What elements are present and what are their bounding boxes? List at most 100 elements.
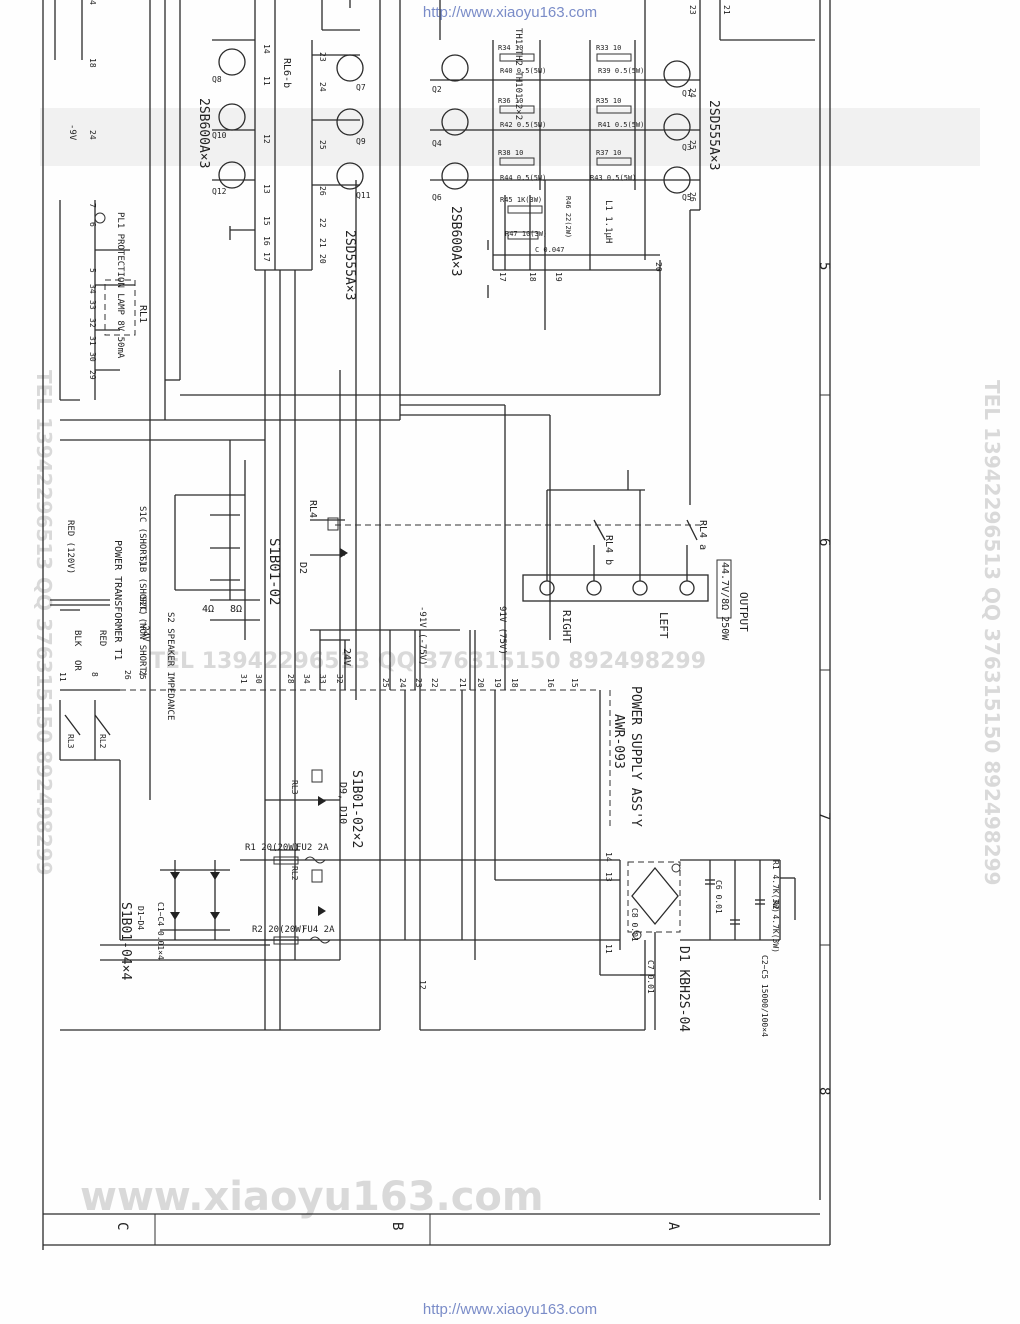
- pin-label: 11: [604, 944, 613, 954]
- pin-label: 34: [88, 284, 97, 294]
- label-q9: Q9: [356, 137, 366, 146]
- pin-label: 34: [302, 674, 311, 684]
- pin-label: 13: [604, 872, 613, 882]
- label-res: R39 0.5(5W): [598, 67, 644, 75]
- pin-label: 20: [476, 678, 485, 688]
- label-rl2: RL2: [290, 866, 299, 881]
- pin-label: 31: [88, 336, 97, 346]
- pin-label: 13: [262, 184, 271, 194]
- transistor-q9: [336, 108, 364, 136]
- pin-label: 18: [510, 678, 519, 688]
- resistor: [596, 105, 632, 114]
- relay-coil-rl2: [311, 869, 323, 883]
- pin-label: 11: [58, 672, 67, 682]
- transistor-q11: [336, 162, 364, 190]
- label-d2: D2: [297, 562, 308, 574]
- watermark-site: www.xiaoyu163.com: [80, 1174, 544, 1220]
- pin-label: 16: [546, 678, 555, 688]
- pin-label: 33: [318, 674, 327, 684]
- pin-label: 21: [318, 238, 327, 248]
- grid-row-b: B: [389, 1222, 405, 1230]
- label-fu4: FU4 2A: [302, 925, 335, 935]
- label-rl4: RL4: [307, 500, 318, 518]
- watermark-phone-right: TEL 13942296513 QQ 376315150 892498299: [980, 380, 1004, 885]
- label-caps: C1~C4 0.01×4: [156, 902, 165, 960]
- output-spec-box: [716, 559, 732, 619]
- terminal-right-plus[interactable]: [586, 580, 602, 596]
- label-res: R36 10: [498, 97, 523, 105]
- pin-label: 25: [318, 140, 327, 150]
- label-s1b: S1B (SHORT): [137, 556, 147, 616]
- label-4ohm: 4Ω: [202, 604, 214, 615]
- transistor-q6: [441, 162, 469, 190]
- label-res: R33 10: [596, 44, 621, 52]
- pin-label: 29: [88, 370, 97, 380]
- label-res: C 0.047: [535, 246, 565, 254]
- label-r-fu2: R1 20(20W): [245, 843, 299, 853]
- diode-d2: [340, 548, 348, 558]
- pin-label: 23: [318, 52, 327, 62]
- label-res: R34 10: [498, 44, 523, 52]
- bridge-rectifier-d1: [631, 866, 679, 926]
- pin-label: 14: [604, 852, 613, 862]
- transistor-q5: [663, 166, 691, 194]
- grid-col-8: 8: [816, 1087, 832, 1095]
- label-q1: Q1: [682, 89, 692, 98]
- label-pl1: PL1 PROTECTION LAMP 8V 50mA: [115, 212, 125, 359]
- pin-label: 18: [88, 58, 97, 68]
- label-s1c: S1C (SHORT): [137, 506, 147, 566]
- label-r-top2: R2 4.7K(3W): [771, 900, 780, 953]
- pin-label: 24: [88, 130, 97, 140]
- label-r-fu4: R2 20(20W): [252, 925, 306, 935]
- terminal-left-minus[interactable]: [632, 580, 648, 596]
- source-url-top[interactable]: http://www.xiaoyu163.com: [422, 4, 598, 21]
- label-c2c5: C2~C5 15000/100×4: [760, 955, 769, 1037]
- label-res: R37 10: [596, 149, 621, 157]
- label-res: R43 0.5(5W): [590, 174, 636, 182]
- pin-label: 24: [318, 82, 327, 92]
- diode-d2b: [210, 872, 220, 880]
- fuse-fu2: [304, 856, 326, 864]
- grid-row-c: C: [114, 1222, 130, 1230]
- label-left: LEFT: [657, 612, 670, 639]
- label-q-mid-pnp: 2SB600A×3: [448, 206, 463, 276]
- relay-contact-rl4b: [593, 519, 606, 541]
- terminal-left-plus[interactable]: [679, 580, 695, 596]
- resistor: [499, 53, 535, 62]
- pin-label: 5: [88, 268, 97, 273]
- relay-contact-rl2: [94, 714, 111, 736]
- transistor-q4: [441, 108, 469, 136]
- label-q-left-npn: 2SD555A×3: [342, 230, 357, 300]
- pin-label: 15: [570, 678, 579, 688]
- label-q-right-npn: 2SD555A×3: [706, 100, 721, 170]
- label-rl4b: RL4 b: [603, 535, 614, 565]
- label-d9: D9, D10: [337, 782, 348, 824]
- label-res: R45 1K(3W): [500, 196, 542, 204]
- transistor-q7: [336, 54, 364, 82]
- pin-label: 32: [335, 674, 344, 684]
- label-res: R40 0.5(5W): [500, 67, 546, 75]
- label-q2: Q2: [432, 85, 442, 94]
- pin-label: 23: [414, 678, 423, 688]
- pin-label: 19: [493, 678, 502, 688]
- label-q-left-pnp: 2SB600A×3: [196, 98, 211, 168]
- terminal-right-minus[interactable]: [539, 580, 555, 596]
- pin-label: 26: [318, 186, 327, 196]
- output-terminal-block: [522, 574, 709, 602]
- label-output: OUTPUT: [737, 592, 750, 632]
- source-url-bottom[interactable]: http://www.xiaoyu163.com: [422, 1301, 598, 1318]
- relay-coil-rl4: [327, 517, 339, 531]
- transistor-q3: [663, 113, 691, 141]
- bridge-box: [627, 861, 681, 933]
- label-rl3: RL3: [290, 780, 299, 795]
- label-q7: Q7: [356, 83, 366, 92]
- label-s2: S2 SPEAKER IMPEDANCE: [165, 612, 175, 720]
- pin-label: 25: [688, 140, 697, 150]
- label-rl4a: RL4 a: [697, 520, 708, 550]
- relay-coil-rl3: [311, 769, 323, 783]
- label-neg91v: -91V (-75V): [417, 606, 427, 666]
- pin-label: 17: [498, 272, 507, 282]
- label-output-spec: 44.7V/8Ω 250W: [719, 562, 730, 641]
- label-c-small: C6 0.01: [714, 880, 723, 914]
